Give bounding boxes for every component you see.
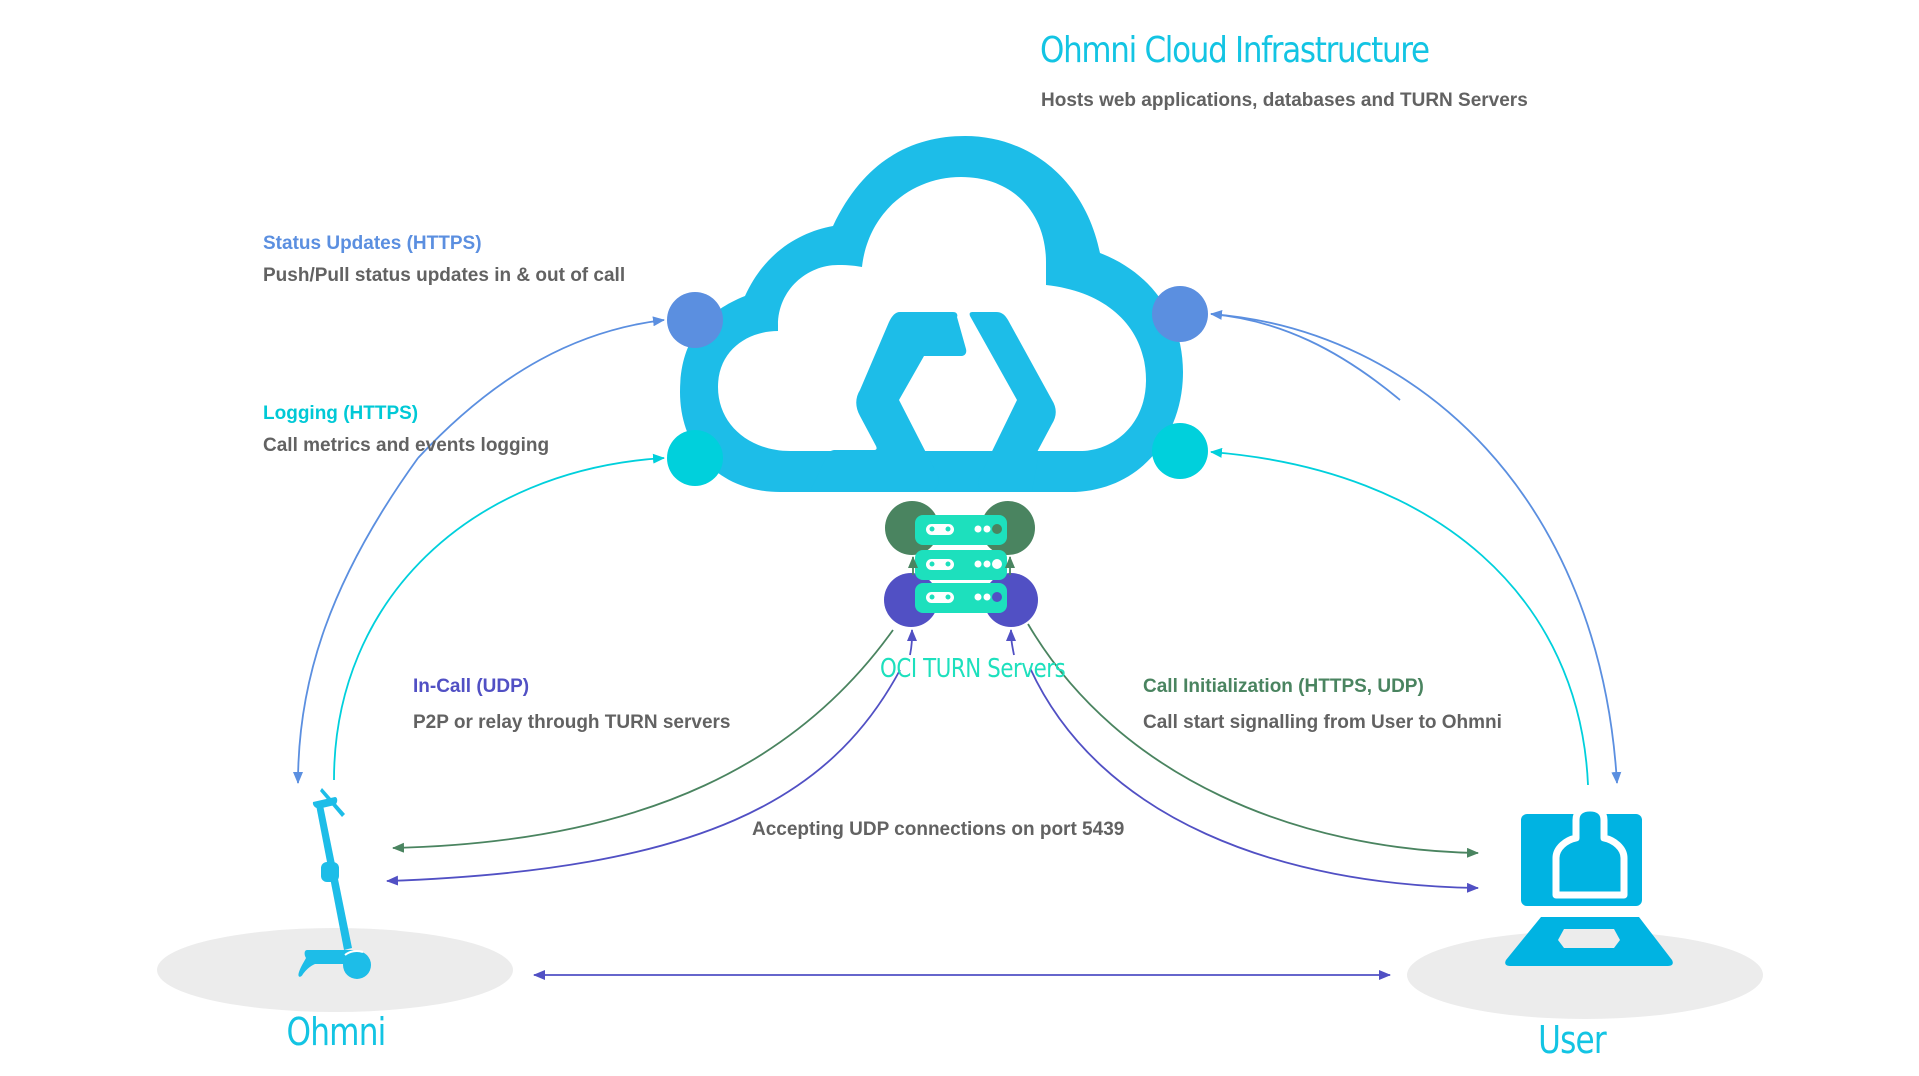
arrow-call-to-user [1029, 667, 1479, 893]
arrow-init-to-user [1027, 623, 1479, 858]
turn-servers-label: OCI TURN Servers [880, 654, 1066, 684]
status-updates-description: Push/Pull status updates in & out of cal… [263, 265, 626, 286]
arrow-call-up-left [906, 629, 917, 656]
user-label: User [1538, 1018, 1607, 1062]
arrow-status-to-cloud-left [417, 316, 665, 459]
arrow-call-to-ohmni [386, 669, 901, 886]
udp-port-note: Accepting UDP connections on port 5439 [752, 819, 1125, 840]
user-laptop-icon [1505, 804, 1673, 966]
in-call-title: In-Call (UDP) [413, 676, 530, 697]
arrow-logging-user-to-cloud [1210, 447, 1589, 786]
telepresence-robot-icon [298, 788, 371, 979]
page-subtitle: Hosts web applications, databases and TU… [1041, 90, 1528, 111]
call-init-title: Call Initialization (HTTPS, UDP) [1143, 676, 1424, 697]
arrow-call-up-right [1006, 629, 1017, 656]
status-updates-title: Status Updates (HTTPS) [263, 233, 482, 254]
logging-port-left [667, 430, 723, 486]
logging-title: Logging (HTTPS) [263, 403, 419, 424]
ohmni-label: Ohmni [286, 1010, 387, 1054]
server-stack-icon [915, 515, 1007, 613]
in-call-description: P2P or relay through TURN servers [413, 712, 731, 733]
logging-port-right [1152, 423, 1208, 479]
ohmni-platform [157, 928, 513, 1012]
page-title: Ohmni Cloud Infrastructure [1040, 30, 1430, 71]
cloud-logo-icon [680, 136, 1183, 492]
arrow-status-to-cloud-right [1210, 309, 1401, 401]
user-platform [1407, 931, 1763, 1019]
arrow-logging-ohmni-to-cloud [333, 453, 665, 781]
logging-description: Call metrics and events logging [263, 435, 550, 456]
arrow-status-to-ohmni [293, 457, 419, 784]
call-init-description: Call start signalling from User to Ohmni [1143, 712, 1502, 733]
status-port-right [1152, 286, 1208, 342]
status-port-left [667, 292, 723, 348]
arrow-init-to-ohmni [392, 629, 894, 853]
arrow-status-user [1210, 313, 1622, 784]
